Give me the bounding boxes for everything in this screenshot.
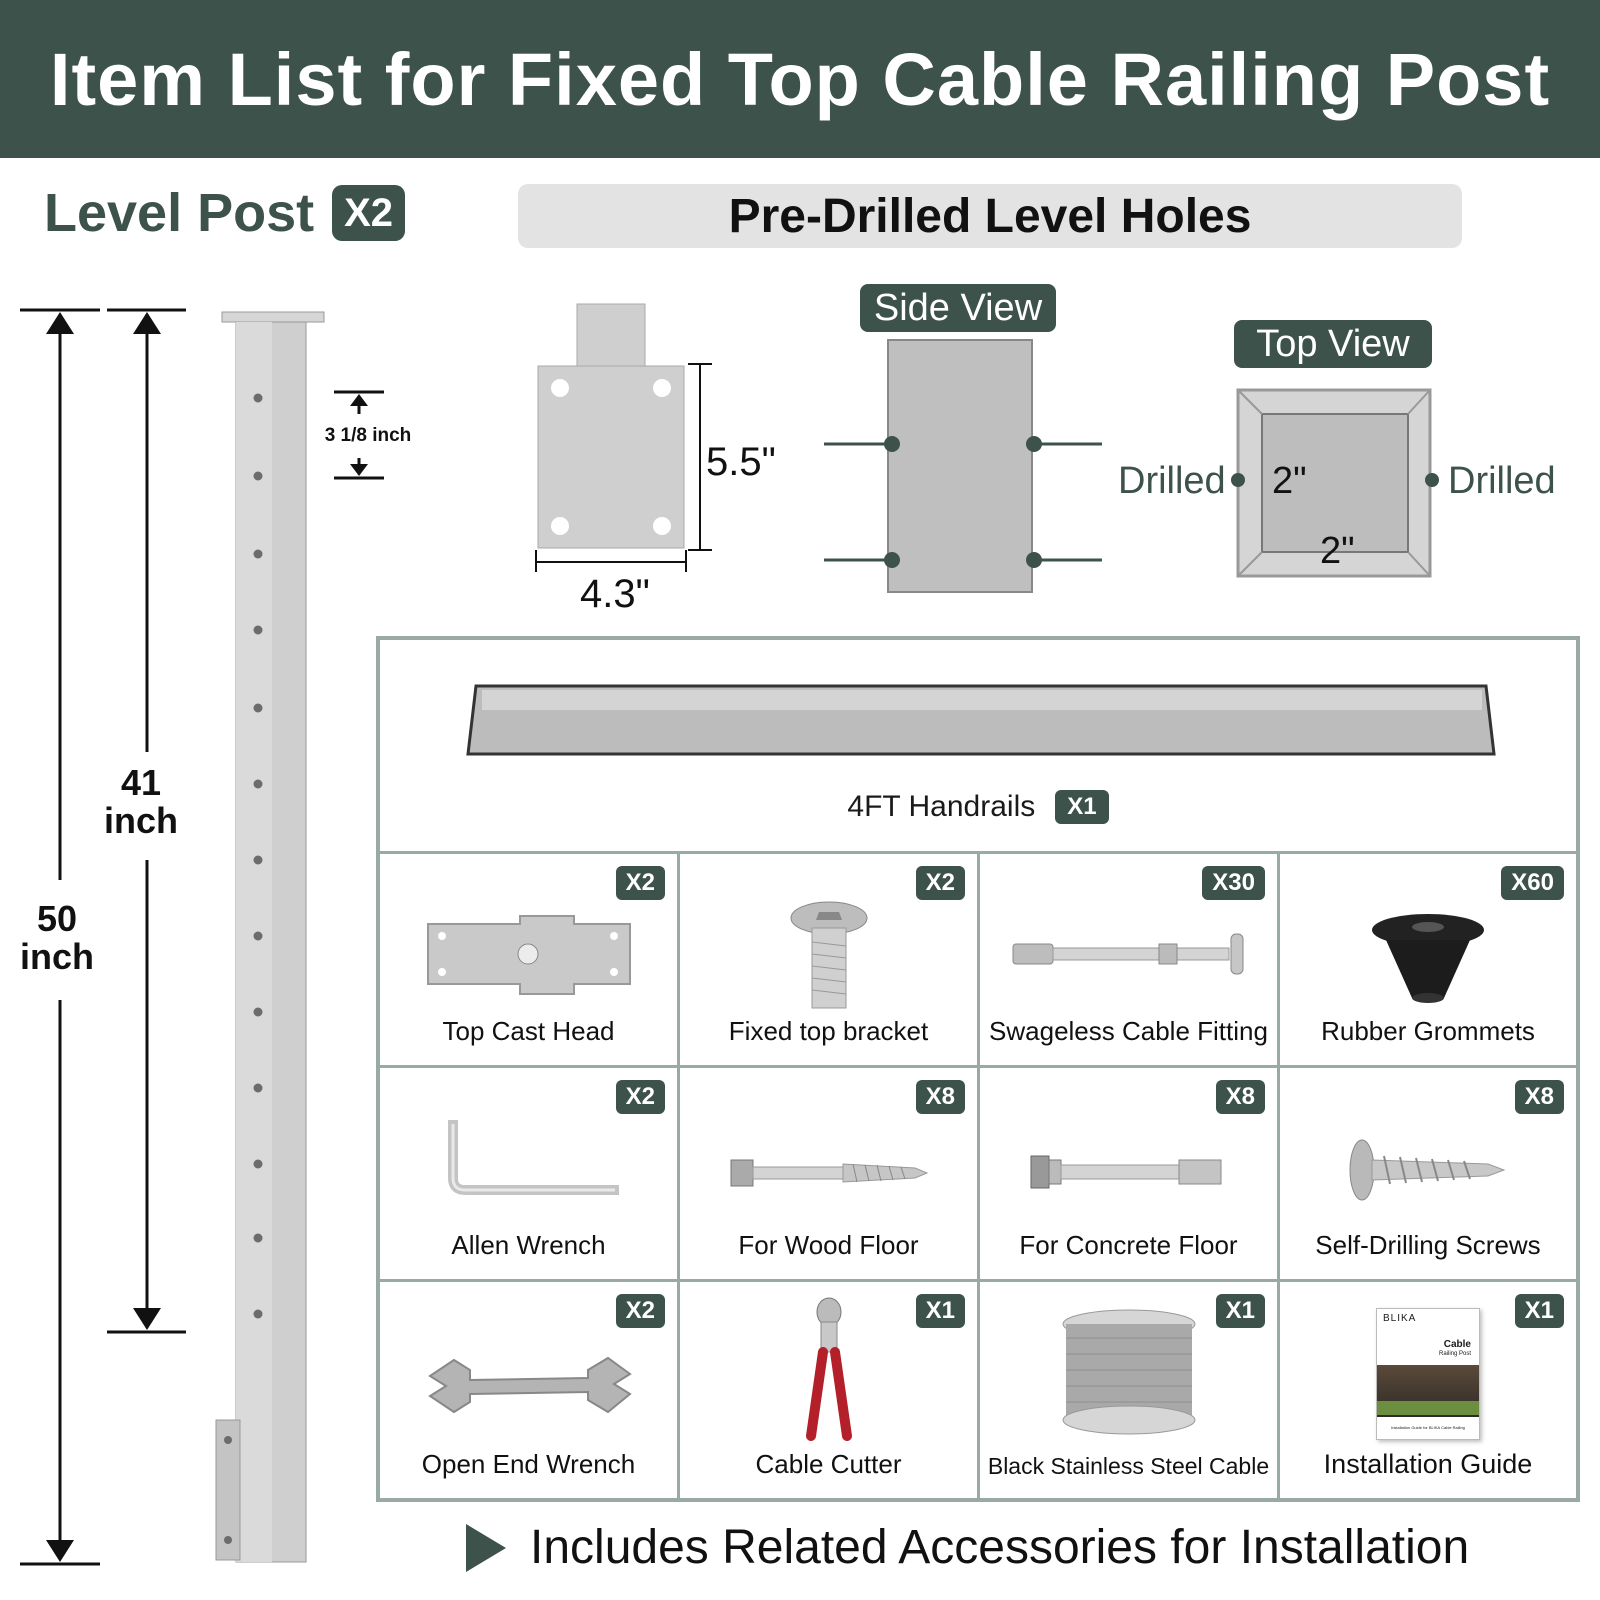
plate-height-label: 5.5" [706, 440, 776, 484]
handrail-label: 4FT Handrails [847, 790, 1036, 823]
level-post-label: Level Post [44, 183, 315, 243]
item-qty-badge: X2 [615, 866, 665, 900]
post-dimension-diagram [20, 308, 384, 1566]
top-view-dim-b: 2" [1320, 530, 1355, 572]
item-label: Swageless Cable Fitting [989, 1016, 1268, 1046]
predrilled-title: Pre-Drilled Level Holes [728, 189, 1252, 243]
item-cell-concrete-floor: X8 For Concrete Floor [980, 1068, 1280, 1282]
item-cell-self-drilling-screws: X8 Self-Drilling Screws [1280, 1068, 1576, 1282]
level-post-qty-badge: X2 [332, 185, 406, 241]
screw-icon [1349, 1139, 1506, 1201]
handrail-icon [466, 684, 1496, 756]
item-label: Open End Wrench [421, 1449, 636, 1479]
side-view-diagram [824, 339, 1102, 593]
page-header: Item List for Fixed Top Cable Railing Po… [0, 0, 1600, 158]
footer-text: Includes Related Accessories for Install… [530, 1521, 1470, 1574]
guide-subtitle: Railing Post [1438, 1351, 1471, 1357]
cable-height-unit: inch [103, 799, 178, 841]
guide-book-icon: BLIKA Cable Railing Post Installation Gu… [1376, 1308, 1480, 1440]
item-label: Fixed top bracket [728, 1016, 929, 1046]
item-qty-badge: X2 [615, 1080, 665, 1114]
item-label: Rubber Grommets [1321, 1016, 1535, 1046]
item-label: For Wood Floor [738, 1230, 919, 1260]
item-label: Top Cast Head [442, 1016, 615, 1046]
item-qty-badge: X60 [1501, 866, 1564, 900]
page-title: Item List for Fixed Top Cable Railing Po… [49, 37, 1551, 121]
item-label: Black Stainless Steel Cable [987, 1453, 1270, 1479]
drilled-right-label: Drilled [1448, 460, 1556, 502]
item-cell-open-end-wrench: X2 Open End Wrench [380, 1282, 680, 1498]
cable-cutter-icon [805, 1297, 852, 1441]
item-label: For Concrete Floor [1019, 1230, 1238, 1260]
level-post-heading: Level Post X2 [44, 182, 406, 244]
footer-note: Includes Related Accessories for Install… [466, 1520, 1469, 1575]
item-qty-badge: X30 [1202, 866, 1265, 900]
total-height-value: 50 [36, 898, 78, 939]
cable-height-value: 41 [120, 762, 162, 803]
wrench-icon [427, 1356, 632, 1414]
allen-wrench-icon [447, 1120, 619, 1195]
predrilled-heading: Pre-Drilled Level Holes [518, 184, 1462, 248]
top-view-tag: Top View [1234, 320, 1432, 368]
guide-footnote: Installation Guide for BLIKA Cable Raili… [1391, 1425, 1465, 1430]
item-label: Installation Guide [1323, 1449, 1533, 1479]
handrail-cell: 4FT Handrails X1 [380, 640, 1576, 854]
item-qty-badge: X1 [1215, 1294, 1265, 1328]
top-view-diagram [1231, 388, 1439, 578]
item-cell-allen-wrench: X2 Allen Wrench [380, 1068, 680, 1282]
top-view-dim-a: 2" [1272, 460, 1307, 502]
item-cell-swageless-cable-fitting: X30 Swageless Cable Fitting [980, 854, 1280, 1068]
cast-head-icon [426, 915, 631, 995]
guide-title: Cable [1443, 1339, 1471, 1350]
item-label: Cable Cutter [755, 1449, 902, 1479]
item-qty-badge: X8 [1215, 1080, 1265, 1114]
item-label: Allen Wrench [451, 1230, 606, 1260]
items-grid: 4FT Handrails X1 X2 Top Cast Head X2 Fix… [376, 636, 1580, 1502]
total-height-unit: inch [19, 935, 94, 977]
item-qty-badge: X2 [615, 1294, 665, 1328]
lag-screw-icon [730, 1159, 928, 1187]
drilled-left-label: Drilled [1118, 460, 1226, 502]
plate-width-label: 4.3" [580, 572, 650, 616]
bolt-icon [790, 901, 867, 1009]
cable-fitting-icon [1012, 933, 1243, 975]
item-qty-badge: X8 [915, 1080, 965, 1114]
item-label: Self-Drilling Screws [1315, 1230, 1541, 1260]
guide-brand: BLIKA [1383, 1313, 1417, 1324]
play-triangle-icon [466, 1523, 506, 1572]
side-view-tag: Side View [860, 284, 1056, 332]
item-qty-badge: X1 [915, 1294, 965, 1328]
item-cell-cable-cutter: X1 Cable Cutter [680, 1282, 980, 1498]
base-plate-diagram [535, 303, 712, 572]
cable-spool-icon [1062, 1309, 1195, 1435]
item-cell-rubber-grommets: X60 Rubber Grommets [1280, 854, 1576, 1068]
item-cell-top-cast-head: X2 Top Cast Head [380, 854, 680, 1068]
anchor-bolt-icon [1030, 1155, 1221, 1189]
item-cell-installation-guide: X1 BLIKA Cable Railing Post Installation… [1280, 1282, 1576, 1498]
hole-spacing-label: 3 1/8 inch [324, 425, 412, 446]
item-cell-wood-floor: X8 For Wood Floor [680, 1068, 980, 1282]
grommet-icon [1372, 914, 1484, 1003]
item-qty-badge: X8 [1514, 1080, 1564, 1114]
item-qty-badge: X1 [1514, 1294, 1564, 1328]
handrail-qty-badge: X1 [1055, 790, 1109, 824]
item-qty-badge: X2 [915, 866, 965, 900]
item-cell-fixed-top-bracket: X2 Fixed top bracket [680, 854, 980, 1068]
item-cell-stainless-cable: X1 Black Stainless Steel Cable [980, 1282, 1280, 1498]
